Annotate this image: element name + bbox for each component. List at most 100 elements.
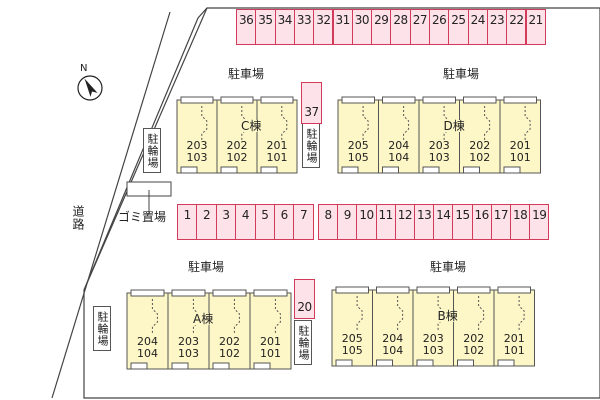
- unit-number: 102: [463, 344, 485, 357]
- unit-number: 102: [226, 151, 248, 164]
- parking-stall-24: 24: [467, 9, 488, 45]
- parking-stall-35: 35: [255, 9, 276, 45]
- unit-number: 202: [469, 139, 491, 152]
- parking-label-bottom-right: 駐車場: [430, 260, 467, 274]
- unit-number: 102: [219, 347, 240, 360]
- parking-stall-13: 13: [414, 204, 435, 240]
- unit-balcony: [180, 96, 214, 104]
- unit-number: 204: [388, 139, 410, 152]
- unit-balcony: [422, 96, 456, 104]
- garbage-label: ゴミ置場: [118, 210, 167, 224]
- unit-entrance: [335, 359, 353, 367]
- unit-stair-line: [356, 296, 363, 330]
- building-name-D: D棟: [443, 119, 465, 133]
- parking-stall-29: 29: [371, 9, 392, 45]
- unit-number: 203: [186, 139, 208, 152]
- unit-number: 205: [341, 332, 363, 345]
- parking-stall-9: 9: [337, 204, 358, 240]
- parking-stall-8: 8: [318, 204, 339, 240]
- parking-stall-12: 12: [394, 204, 415, 240]
- parking-stall-20: 20: [294, 279, 315, 319]
- unit-D-205: [337, 99, 379, 174]
- unit-balcony: [457, 286, 491, 294]
- unit-stair-line: [281, 106, 288, 140]
- unit-number: 204: [137, 335, 158, 348]
- unit-entrance: [180, 166, 198, 174]
- parking-stall-23: 23: [486, 9, 508, 45]
- unit-number: 103: [186, 151, 208, 164]
- unit-stair-line: [233, 299, 240, 333]
- north-label: N: [80, 63, 88, 74]
- unit-number: 104: [137, 347, 158, 360]
- unit-stair-line: [518, 296, 525, 330]
- unit-entrance: [497, 359, 515, 367]
- unit-number: 102: [469, 151, 491, 164]
- parking-stall-31: 31: [332, 9, 353, 45]
- unit-stair-line: [201, 106, 208, 140]
- unit-entrance: [212, 362, 230, 370]
- parking-stall-11: 11: [375, 204, 396, 240]
- unit-balcony: [503, 96, 537, 104]
- unit-balcony: [341, 96, 375, 104]
- parking-stall-6: 6: [274, 204, 295, 240]
- parking-stall-5: 5: [254, 204, 275, 240]
- unit-balcony: [497, 286, 531, 294]
- road-edge: [51, 11, 171, 399]
- unit-entrance: [422, 166, 440, 174]
- unit-balcony: [335, 286, 369, 294]
- parking-stall-26: 26: [429, 9, 450, 45]
- unit-entrance: [503, 166, 521, 174]
- parking-stall-15: 15: [452, 204, 473, 240]
- unit-balcony: [220, 96, 254, 104]
- parking-stall-25: 25: [448, 9, 469, 45]
- unit-number: 201: [503, 332, 525, 345]
- north-arrow-icon: [77, 75, 103, 101]
- parking-stall-16: 16: [471, 204, 492, 240]
- unit-C-203: [176, 99, 218, 174]
- unit-entrance: [376, 359, 393, 367]
- unit-balcony: [171, 289, 206, 297]
- unit-number: 202: [226, 139, 248, 152]
- unit-B-201: [493, 289, 535, 367]
- parking-stall-34: 34: [274, 9, 295, 45]
- parking-stall-27: 27: [409, 9, 430, 45]
- bicycle-parking-c: 駐輪場: [143, 128, 161, 173]
- unit-number: 203: [428, 139, 450, 152]
- parking-stall-1: 1: [177, 204, 198, 240]
- parking-stall-33: 33: [293, 9, 315, 45]
- unit-entrance: [416, 359, 434, 367]
- unit-stair-line: [397, 296, 404, 330]
- unit-number: 104: [388, 151, 410, 164]
- unit-A-201: [249, 292, 292, 370]
- unit-stair-line: [484, 106, 491, 140]
- unit-number: 101: [260, 347, 281, 360]
- unit-number: 105: [347, 151, 369, 164]
- parking-label-top-right: 駐車場: [443, 67, 480, 81]
- unit-number: 104: [382, 344, 404, 357]
- parking-stall-18: 18: [510, 204, 531, 240]
- unit-entrance: [130, 362, 148, 370]
- unit-entrance: [253, 362, 271, 370]
- unit-stair-line: [151, 299, 158, 333]
- unit-D-203: [418, 99, 460, 174]
- bicycle-parking-a: 駐輪場: [93, 306, 111, 351]
- unit-entrance: [382, 166, 399, 174]
- unit-number: 203: [422, 332, 444, 345]
- unit-balcony: [260, 96, 294, 104]
- unit-stair-line: [403, 106, 410, 140]
- unit-number: 203: [178, 335, 199, 348]
- parking-stall-14: 14: [433, 204, 454, 240]
- unit-balcony: [212, 289, 247, 297]
- unit-number: 201: [260, 335, 281, 348]
- parking-stall-3: 3: [215, 204, 237, 240]
- unit-stair-line: [478, 296, 485, 330]
- unit-number: 204: [382, 332, 404, 345]
- unit-number: 101: [503, 344, 525, 357]
- parking-label-top-left: 駐車場: [228, 67, 265, 81]
- parking-stall-28: 28: [390, 9, 411, 45]
- parking-stall-37: 37: [301, 82, 322, 124]
- unit-entrance: [260, 166, 278, 174]
- bicycle-parking-20: 駐輪場: [294, 320, 312, 365]
- bicycle-parking-37: 駐輪場: [302, 123, 320, 168]
- parking-stall-36: 36: [236, 9, 257, 45]
